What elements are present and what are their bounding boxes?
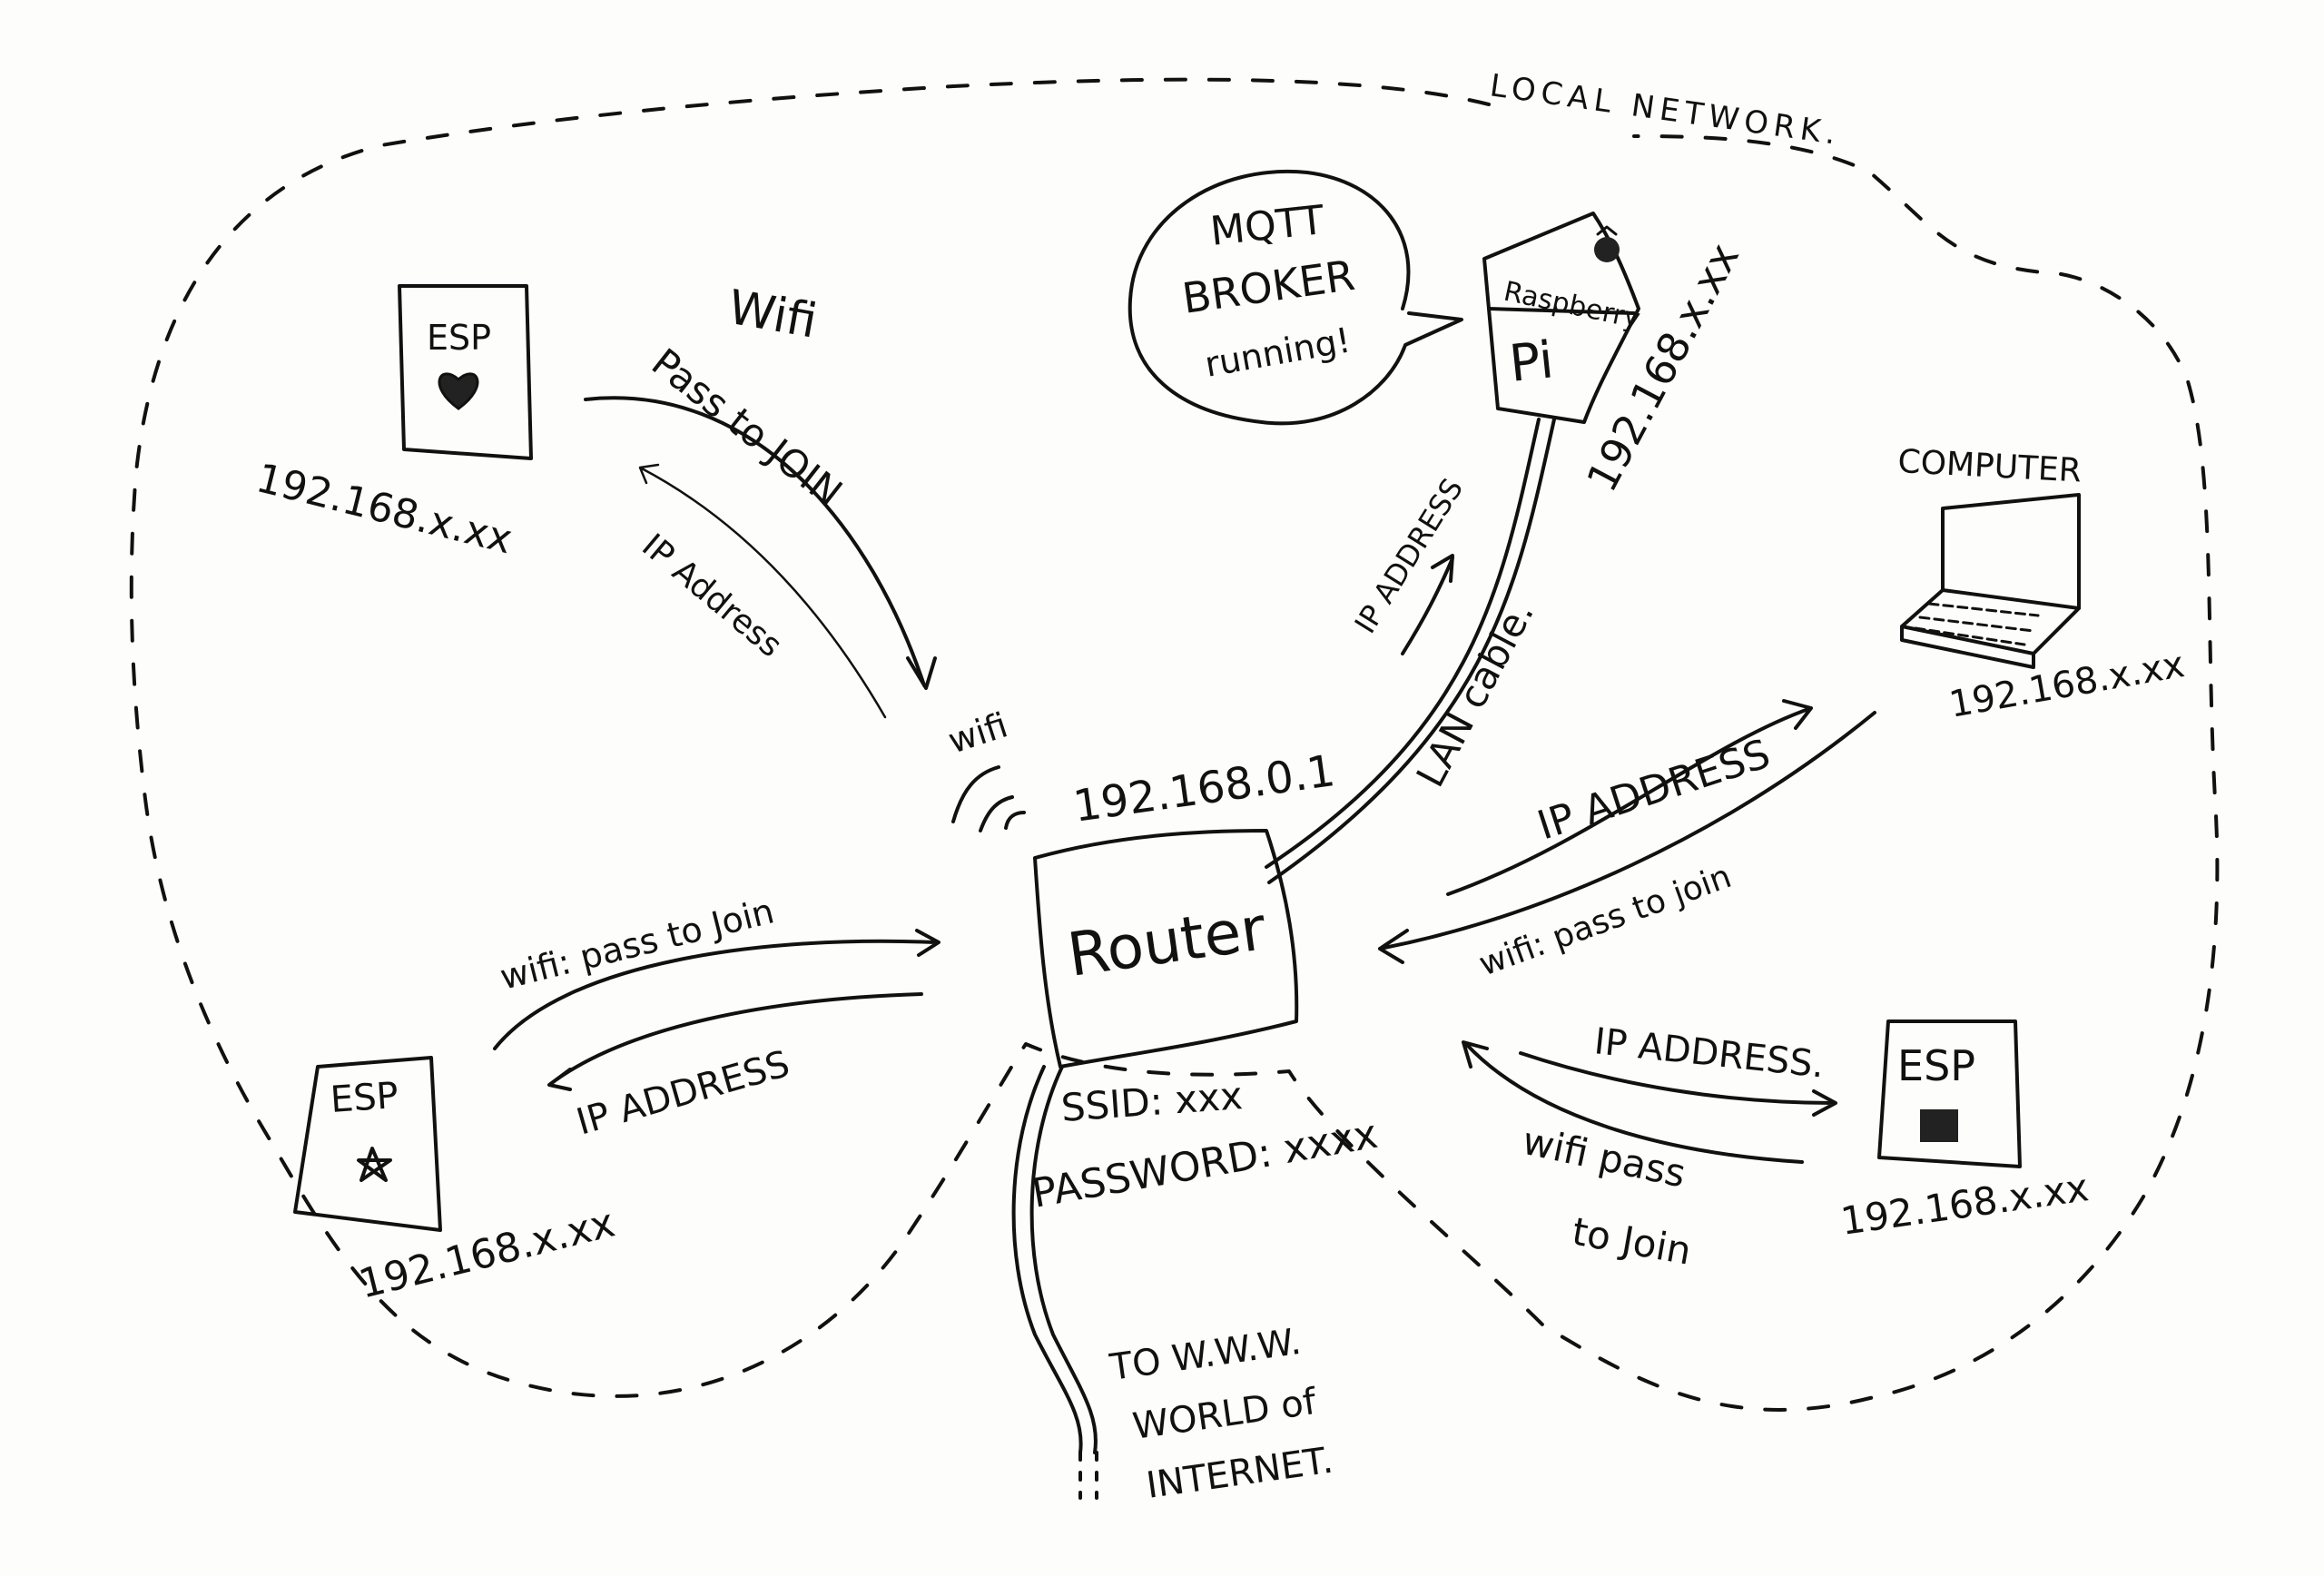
- heart-icon: [438, 372, 479, 410]
- raspberry-ip-label: 192.168.x.xx: [1577, 235, 1748, 499]
- esp-right-box: [1877, 1019, 2022, 1168]
- computer-ip-arrow: [1446, 699, 1813, 896]
- esp-right-label: ESP: [1897, 1041, 1975, 1090]
- esp-bottom-left-ip-arrow: [547, 992, 923, 1091]
- local-network-label: LOCAL NETWORK.: [1488, 67, 1844, 153]
- wifi-icon: [951, 765, 1026, 832]
- svg-text:Wifi: Wifi: [724, 281, 821, 350]
- ssid-label: SSID: xxx: [1059, 1073, 1244, 1130]
- laptop-icon: [1900, 493, 2081, 669]
- esp-bottom-left: ESP: [293, 1056, 442, 1232]
- internet-cable: [1011, 1065, 1083, 1454]
- local-network-boundary: [129, 77, 2220, 1412]
- chip-icon: [1920, 1109, 1958, 1142]
- svg-text:to Join: to Join: [1569, 1209, 1694, 1274]
- esp-top-left-ip: 192.168.x.xx: [251, 455, 517, 563]
- computer-wifi-arrow: [1378, 711, 1876, 964]
- svg-text:wifi pass: wifi pass: [1519, 1118, 1689, 1197]
- esp-bottom-left-ip-label: IP ADDRESS: [572, 1043, 794, 1144]
- esp-top-left-ip-arrow: [638, 463, 887, 719]
- pi-ip-arrow: [1401, 554, 1454, 655]
- star-icon: [357, 1147, 392, 1182]
- lan-cable-label: LAN cable.: [1408, 594, 1543, 794]
- computer: COMPUTER: [1897, 443, 2083, 669]
- esp-right-ip-arrow: [1519, 1051, 1837, 1117]
- router-label: Router: [1064, 893, 1271, 990]
- esp-top-left: ESP: [398, 284, 533, 460]
- svg-text:INTERNET.: INTERNET.: [1144, 1440, 1335, 1507]
- esp-top-left-box: [398, 284, 533, 460]
- esp-top-left-ip-label: IP Address: [635, 527, 789, 665]
- esp-top-left-wifi-arrow: [584, 396, 937, 690]
- pi-label: Pi: [1507, 330, 1557, 394]
- internet-label: TO W.W.W. WORLD of INTERNET.: [1107, 1321, 1335, 1507]
- svg-text:Pass to JOIN: Pass to JOIN: [644, 340, 851, 515]
- esp-right-wifi-arrow: [1462, 1040, 1804, 1164]
- svg-text:BROKER: BROKER: [1179, 251, 1358, 323]
- computer-ip-text: IP ADDRESS: [1532, 731, 1776, 850]
- esp-bottom-left-wifi-label: wifi: pass to Join: [497, 891, 778, 997]
- raspberry-pi: Raspberry Pi: [1482, 212, 1643, 424]
- router-ip-label: 192.168.0.1: [1070, 745, 1338, 832]
- esp-right-ip-label: IP ADDRESS.: [1592, 1020, 1827, 1086]
- svg-text:MQTT: MQTT: [1208, 197, 1326, 255]
- esp-top-left-label: ESP: [427, 318, 491, 358]
- esp-bottom-left-label: ESP: [329, 1075, 399, 1121]
- router: Router: [1033, 829, 1299, 1069]
- computer-label: COMPUTER: [1897, 443, 2083, 490]
- esp-bottom-left-wifi-arrow: [493, 929, 940, 1050]
- svg-text:TO W.W.W.: TO W.W.W.: [1107, 1321, 1304, 1389]
- raspberry-label: Raspberry: [1501, 276, 1643, 336]
- esp-bottom-left-ip: 192.168.x.xx: [354, 1200, 619, 1308]
- mqtt-bubble: MQTT BROKER running!: [1128, 169, 1463, 426]
- svg-text:running!: running!: [1202, 320, 1354, 384]
- esp-top-left-wifi-label: Wifi Pass to JOIN: [644, 281, 851, 516]
- esp-right-ip: 192.168.x.xx: [1838, 1165, 2092, 1244]
- raspberry-icon: [1594, 225, 1620, 262]
- raspberry-box: [1482, 212, 1640, 424]
- router-box: [1033, 829, 1299, 1069]
- lan-cable: [1265, 418, 1541, 869]
- esp-right-wifi-label: wifi pass to Join: [1519, 1118, 1695, 1274]
- esp-bottom-left-box: [293, 1056, 442, 1232]
- svg-text:WORLD of: WORLD of: [1130, 1381, 1320, 1448]
- esp-right: ESP: [1877, 1019, 2022, 1168]
- router-wifi-label: wifi: [943, 704, 1012, 761]
